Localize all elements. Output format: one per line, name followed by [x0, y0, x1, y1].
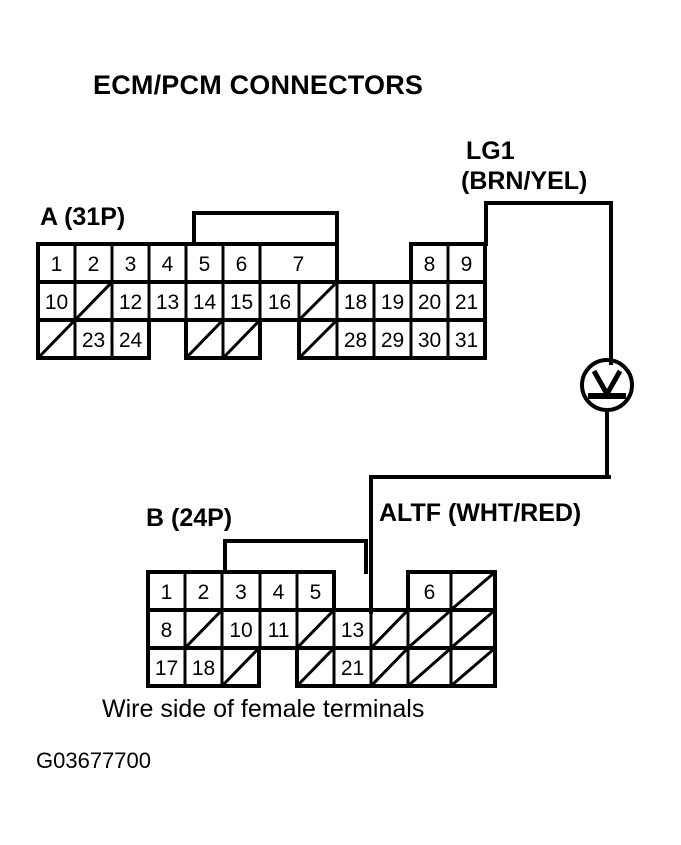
- connector-b-row1-dividers: [183, 570, 453, 612]
- cell-a-5: 5: [199, 253, 211, 276]
- cell-b-13: 13: [341, 619, 364, 642]
- lg1-wire-name-label: LG1: [466, 137, 515, 165]
- cell-a-2: 2: [88, 253, 100, 276]
- altf-wire-path: [369, 475, 611, 614]
- connector-b-pin-numbers: 1 2 3 4 5 6 8 10 11 13 17 18 21: [155, 581, 436, 680]
- cell-a-31: 31: [455, 329, 478, 352]
- cell-a-6: 6: [236, 253, 248, 276]
- connector-b-row2-dividers: [183, 608, 453, 650]
- cell-b-5: 5: [310, 581, 322, 604]
- cell-b-6: 6: [424, 581, 436, 604]
- diagram-caption: Wire side of female terminals: [102, 695, 425, 723]
- voltmeter-circle: [580, 358, 634, 412]
- altf-wire: [369, 475, 611, 614]
- cell-a-16: 16: [268, 291, 291, 314]
- connector-a-top-tab: [192, 211, 339, 246]
- cell-a-9: 9: [461, 253, 473, 276]
- connector-b-label: B (24P): [146, 504, 233, 532]
- cell-a-29: 29: [381, 329, 404, 352]
- connector-b-row3-dividers: [183, 646, 453, 688]
- connector-a-row3-block-c: [297, 318, 487, 360]
- cell-a-18: 18: [344, 291, 367, 314]
- cell-a-19: 19: [381, 291, 404, 314]
- cell-b-1: 1: [161, 581, 173, 604]
- voltmeter-symbol: [580, 358, 634, 477]
- voltmeter-v-glyph: [591, 369, 623, 400]
- cell-a-1: 1: [51, 253, 63, 276]
- figure-code: G03677700: [36, 748, 151, 773]
- lg1-wire-path: [484, 201, 613, 365]
- cell-b-2: 2: [198, 581, 210, 604]
- cell-b-4: 4: [273, 581, 285, 604]
- cell-a-3: 3: [125, 253, 137, 276]
- connector-b-row3-block-a: [146, 646, 261, 688]
- cell-a-20: 20: [418, 291, 441, 314]
- cell-b-10: 10: [229, 619, 252, 642]
- connector-b-top-tab: [223, 539, 368, 574]
- connector-a-pin-numbers: 1 2 3 4 5 6 7 8 9 10 12 13 14 15 16 18 1…: [45, 253, 478, 352]
- cell-a-8: 8: [424, 253, 436, 276]
- cell-a-12: 12: [119, 291, 142, 314]
- cell-a-24: 24: [119, 329, 143, 352]
- cell-b-8: 8: [161, 619, 173, 642]
- page-title: ECM/PCM CONNECTORS: [93, 70, 424, 100]
- connector-b-row3-block-b: [295, 646, 497, 688]
- lg1-wire: [484, 201, 613, 365]
- altf-wire-label: ALTF (WHT/RED): [379, 499, 582, 527]
- cell-a-30: 30: [418, 329, 441, 352]
- cell-a-10: 10: [45, 291, 68, 314]
- cell-a-14: 14: [193, 291, 217, 314]
- connector-a-row3-dividers: [73, 318, 450, 360]
- cell-b-3: 3: [235, 581, 247, 604]
- cell-a-21: 21: [455, 291, 478, 314]
- connector-b-blank-diagonals: [183, 570, 497, 688]
- cell-a-28: 28: [344, 329, 367, 352]
- cell-a-4: 4: [162, 253, 174, 276]
- cell-a-7: 7: [293, 253, 305, 276]
- connector-a-blank-diagonals: [36, 280, 339, 360]
- connector-a-label: A (31P): [40, 203, 126, 231]
- cell-b-21: 21: [341, 657, 364, 680]
- cell-b-18: 18: [192, 657, 215, 680]
- cell-b-17: 17: [155, 657, 178, 680]
- cell-a-15: 15: [230, 291, 253, 314]
- connector-a-row1-dividers: [73, 242, 262, 284]
- cell-b-11: 11: [268, 619, 290, 642]
- lg1-wire-color-label: (BRN/YEL): [461, 167, 588, 195]
- connector-a-row2-dividers: [73, 280, 450, 322]
- connector-b: [146, 539, 497, 688]
- cell-a-13: 13: [156, 291, 179, 314]
- connector-a-row3-block-a: [36, 318, 151, 360]
- cell-a-23: 23: [82, 329, 105, 352]
- connector-a: [36, 211, 487, 360]
